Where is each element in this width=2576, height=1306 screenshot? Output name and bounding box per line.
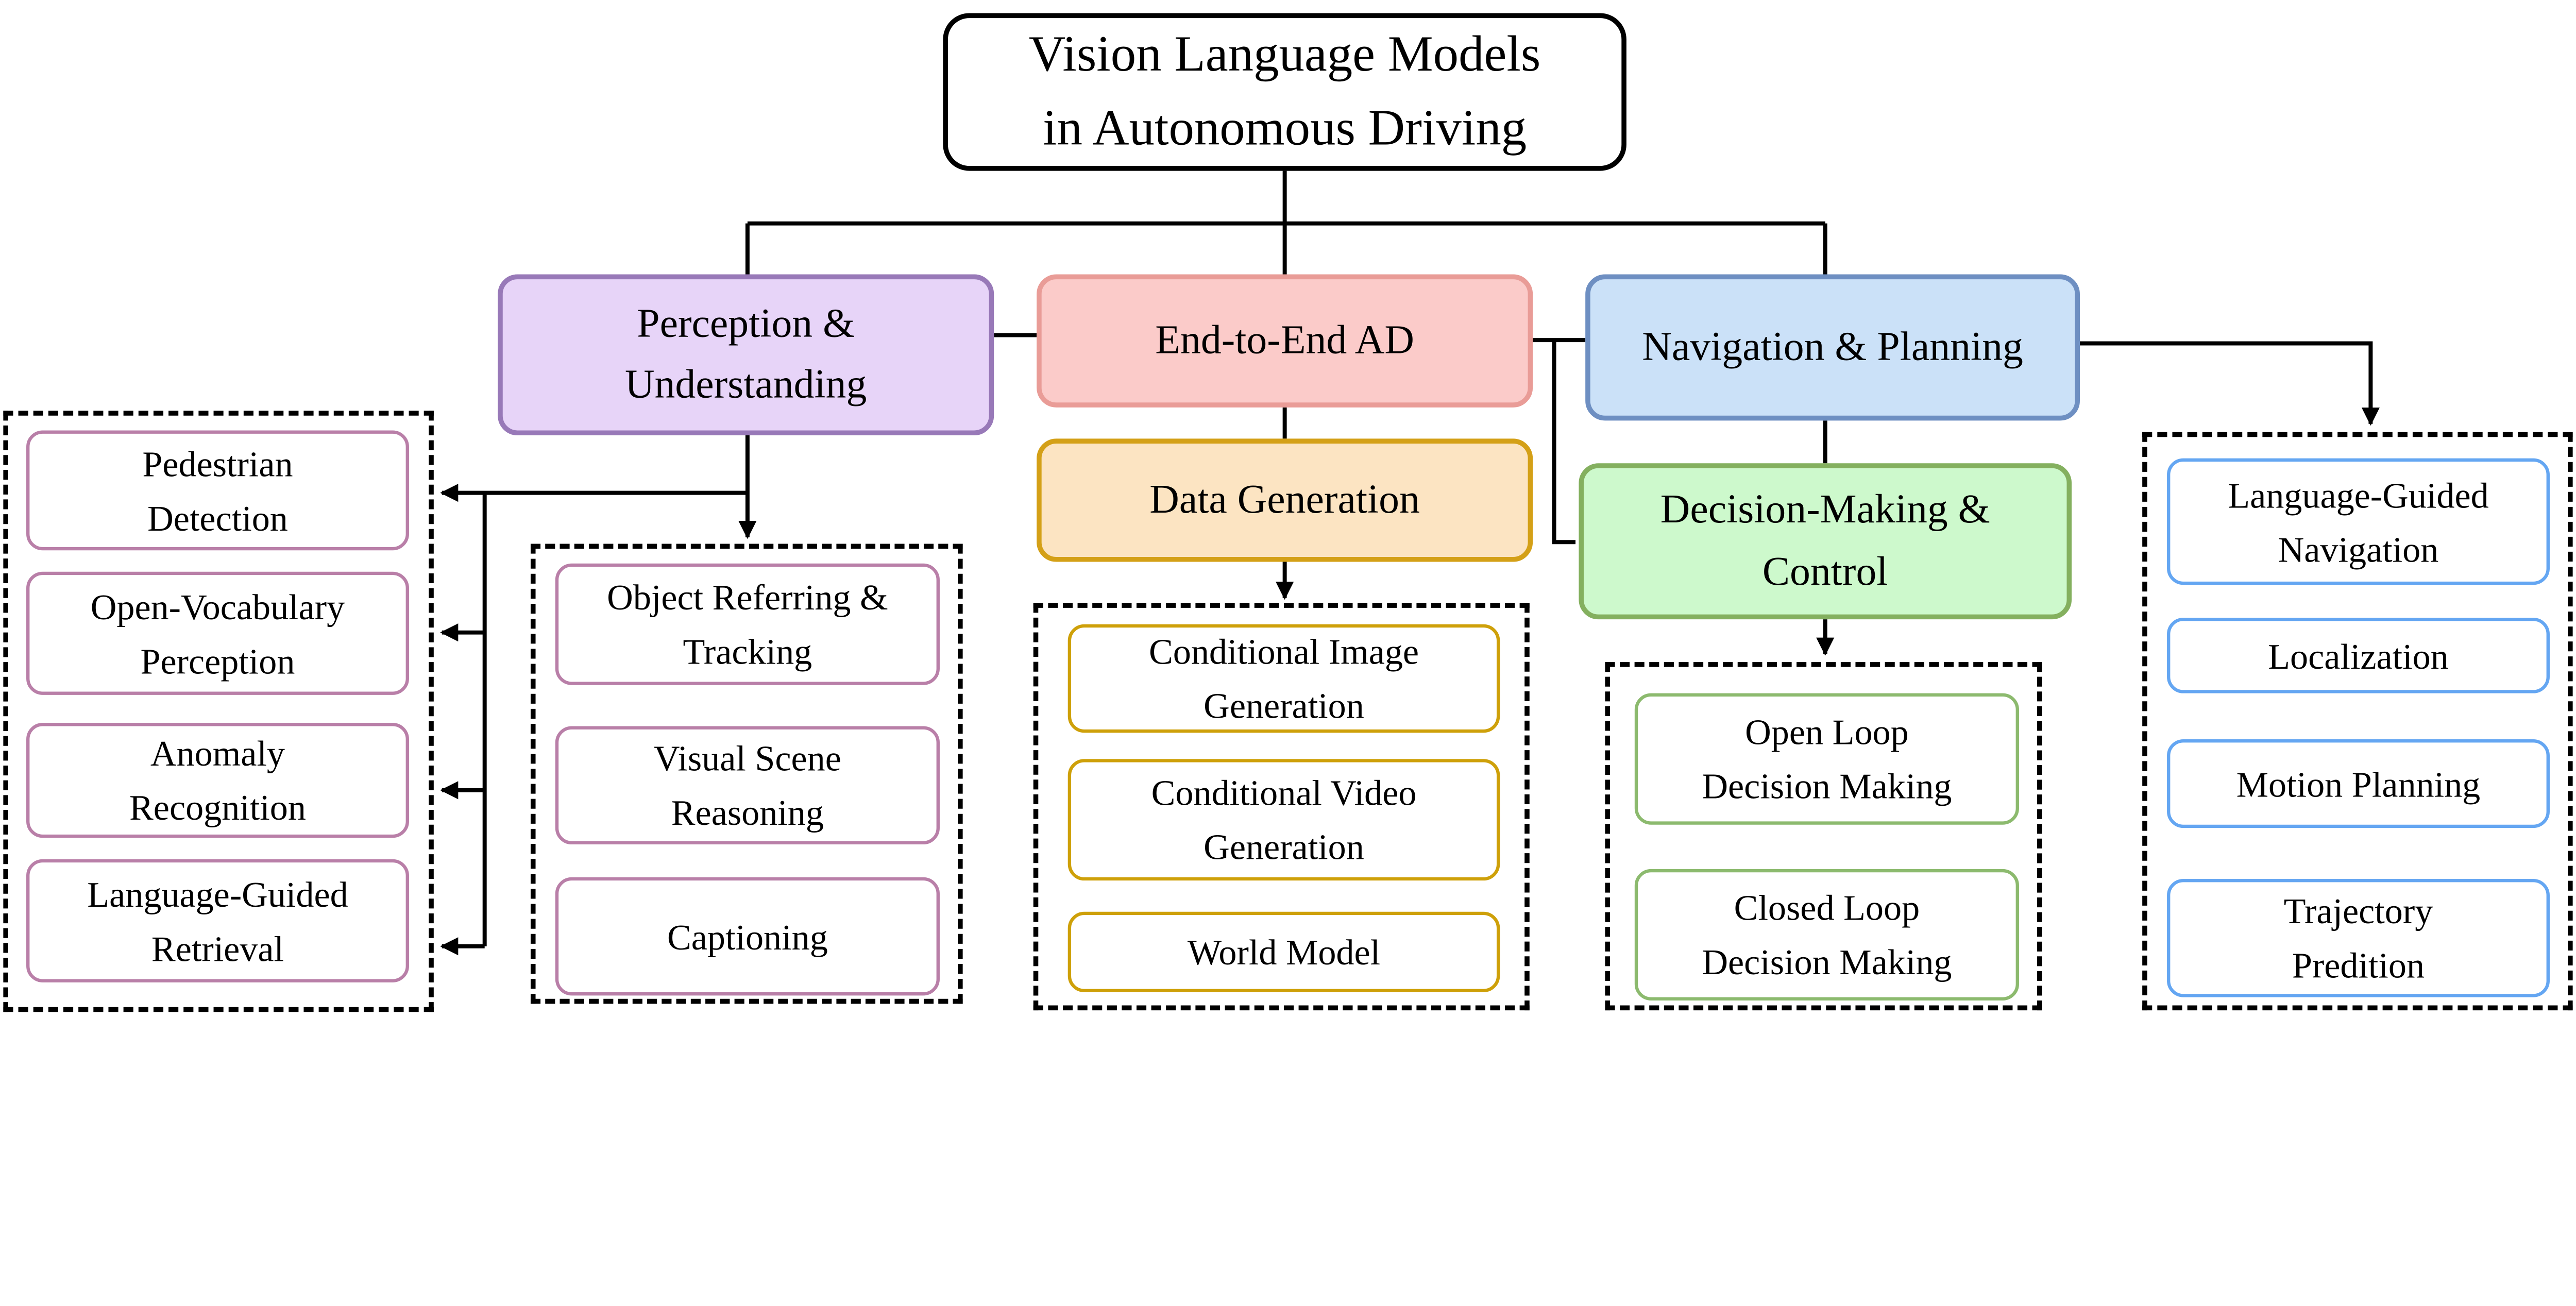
edge-endtoend-to-navigation-and-decision bbox=[1533, 338, 1586, 545]
leaf-motion-planning: Motion Planning bbox=[2166, 739, 2550, 828]
group-perception-tasks-right bbox=[530, 544, 963, 1004]
leaf-visual-scene-reasoning: Visual Scene Reasoning bbox=[555, 726, 940, 845]
leaf-captioning: Captioning bbox=[555, 877, 940, 996]
leaf-closed-loop-decision-making: Closed Loop Decision Making bbox=[1634, 869, 2020, 1000]
leaf-object-referring-tracking: Object Referring & Tracking bbox=[555, 563, 940, 685]
group-navigation-tasks bbox=[2142, 432, 2573, 1011]
leaf-language-guided-navigation: Language-Guided Navigation bbox=[2166, 458, 2550, 585]
leaf-conditional-video-generation: Conditional Video Generation bbox=[1067, 759, 1500, 881]
connector-layer bbox=[440, 171, 2380, 956]
category-decision-making-control: Decision-Making & Control bbox=[1579, 463, 2072, 620]
edge-navigation-to-right-group bbox=[2079, 341, 2380, 426]
leaf-conditional-image-generation: Conditional Image Generation bbox=[1067, 624, 1500, 733]
category-navigation-planning: Navigation & Planning bbox=[1585, 274, 2080, 421]
leaf-open-vocabulary-perception: Open-Vocabulary Perception bbox=[26, 571, 410, 695]
leaf-language-guided-retrieval: Language-Guided Retrieval bbox=[26, 859, 410, 982]
group-perception-tasks-left bbox=[3, 411, 434, 1012]
leaf-localization: Localization bbox=[2166, 617, 2550, 693]
category-perception-understanding: Perception & Understanding bbox=[498, 274, 994, 436]
leaf-world-model: World Model bbox=[1067, 911, 1500, 993]
group-data-generation-tasks bbox=[1033, 603, 1530, 1011]
group-decision-tasks bbox=[1605, 662, 2042, 1011]
leaf-pedestrian-detection: Pedestrian Detection bbox=[26, 430, 410, 551]
leaf-anomaly-recognition: Anomaly Recognition bbox=[26, 723, 410, 838]
category-data-generation: Data Generation bbox=[1037, 438, 1533, 562]
category-end-to-end-ad: End-to-End AD bbox=[1037, 274, 1533, 408]
diagram-canvas: Vision Language Models in Autonomous Dri… bbox=[3, 13, 2573, 1012]
root-node: Vision Language Models in Autonomous Dri… bbox=[943, 13, 1626, 171]
leaf-trajectory-predition: Trajectory Predition bbox=[2166, 878, 2550, 997]
leaf-open-loop-decision-making: Open Loop Decision Making bbox=[1634, 693, 2020, 825]
edge-root-to-branches bbox=[745, 171, 1827, 275]
